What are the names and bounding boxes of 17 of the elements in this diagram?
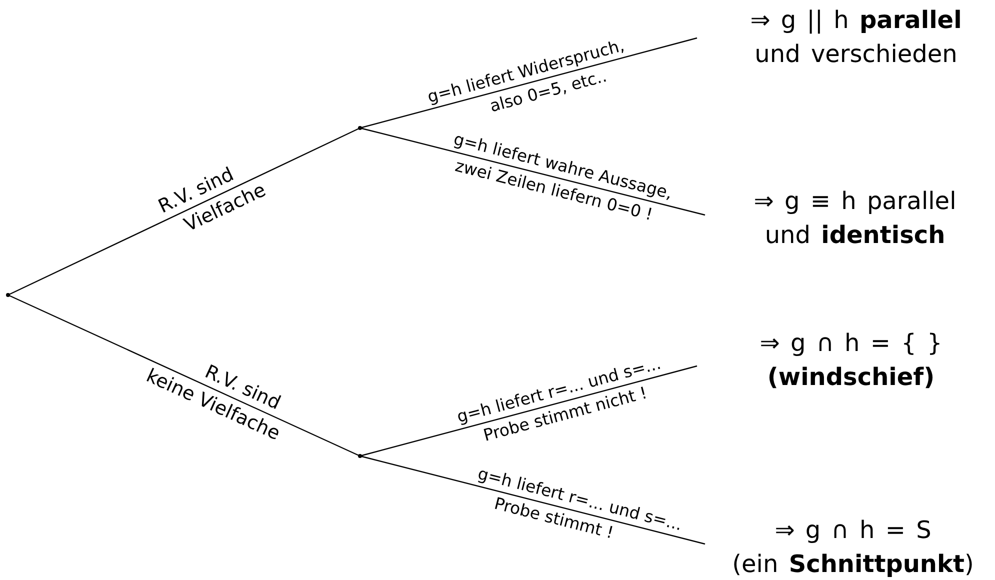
branch-point [358, 126, 362, 130]
result-text: ⇒ g ∩ h = S [774, 515, 932, 546]
branch-point [358, 454, 362, 458]
result-text: (ein Schnittpunkt) [732, 549, 974, 580]
branch-line [360, 365, 698, 457]
result-text: ⇒ g || h parallel [750, 5, 962, 36]
result-text: und verschieden [754, 39, 958, 70]
result-text: ⇒ g ∩ h = { } [760, 328, 942, 359]
branch-line [360, 127, 706, 216]
branch-line [8, 127, 360, 296]
result-text: ⇒ g ≡ h parallel [754, 186, 956, 217]
result-text: und identisch [764, 220, 946, 251]
branch-point [6, 293, 10, 297]
branch-line [8, 294, 360, 457]
branch-line [360, 37, 698, 129]
branch-line [360, 455, 706, 545]
result-text: (windschief) [767, 362, 935, 393]
